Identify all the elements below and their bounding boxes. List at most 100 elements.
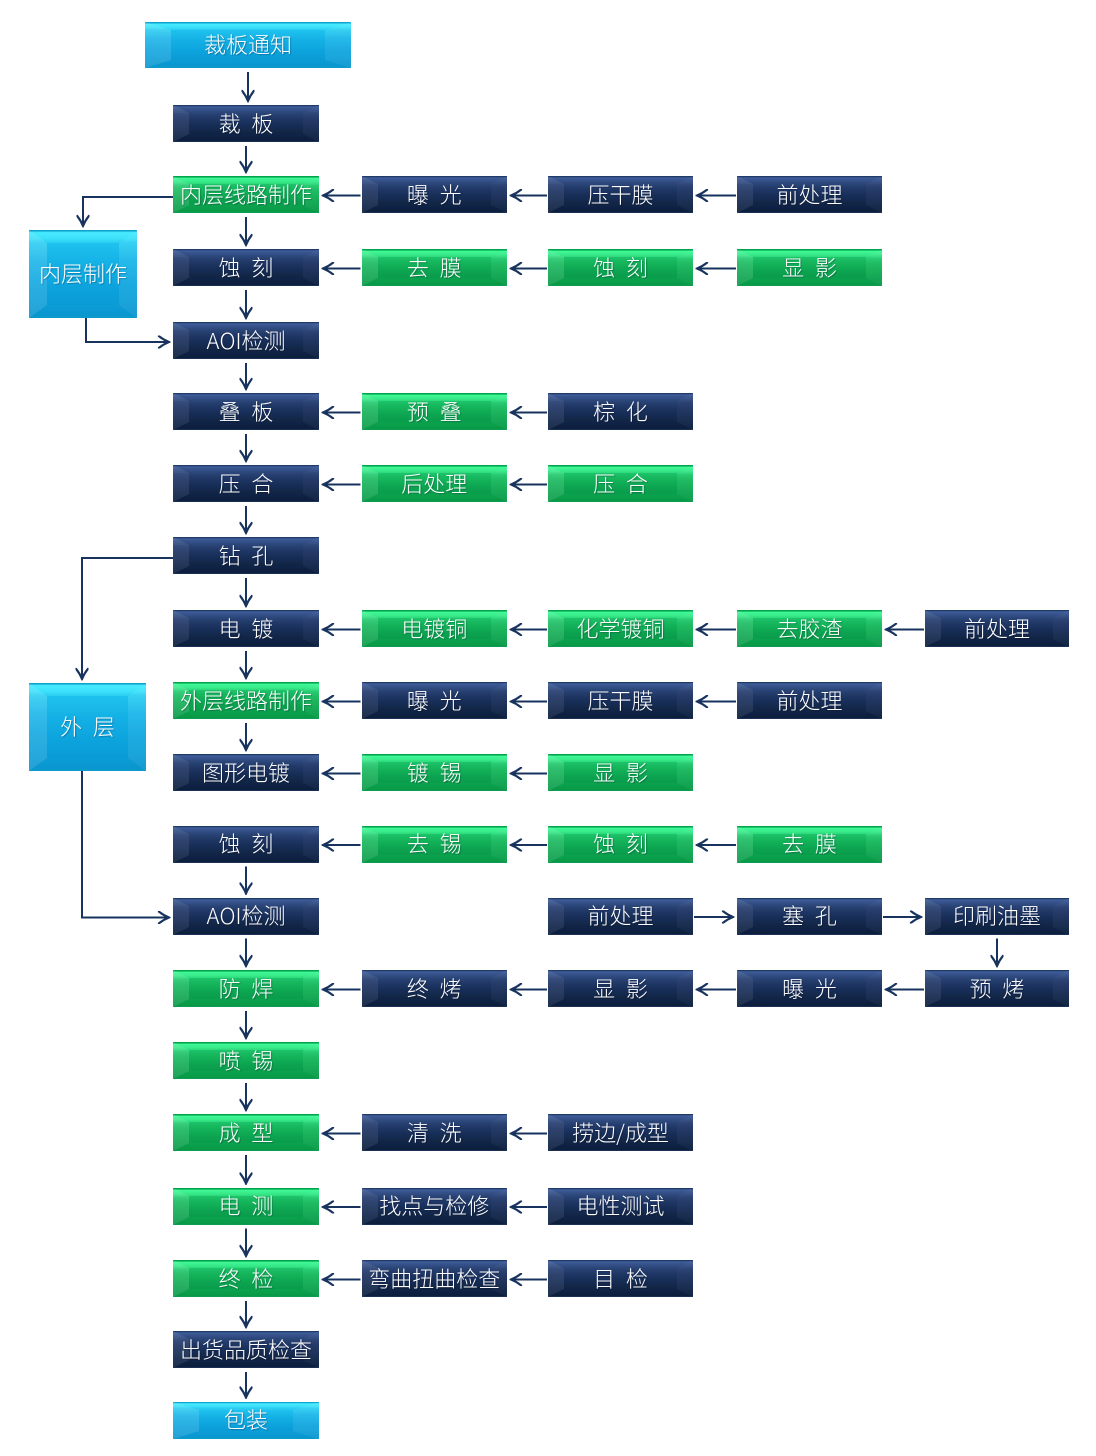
node-label: 终 检 — [218, 1261, 274, 1294]
node-soldermask: 防 焊 — [173, 970, 319, 1007]
node-etch2: 蚀 刻 — [173, 825, 319, 863]
node-pack: 包装 — [173, 1401, 319, 1439]
node-etch1: 蚀 刻 — [173, 249, 319, 286]
node-label: 曝 光 — [406, 177, 462, 210]
node-label: 防 焊 — [218, 971, 274, 1004]
node-aoi1: AOI检测 — [173, 322, 319, 359]
node-label: 蚀 刻 — [218, 250, 274, 283]
node-develop2: 显 影 — [548, 754, 693, 791]
node-label: 弯曲扭曲检查 — [368, 1261, 501, 1294]
node-rout: 捞边/成型 — [548, 1114, 693, 1151]
node-label: 蚀 刻 — [593, 250, 648, 283]
node-label: 裁板通知 — [203, 28, 292, 60]
node-label: 叠 板 — [218, 394, 274, 427]
node-label: 前处理 — [587, 899, 654, 931]
node-probe: 找点与检修 — [361, 1187, 508, 1225]
node-laminate: 压 合 — [173, 465, 319, 502]
node-label: 出货品质检查 — [180, 1332, 313, 1365]
node-tinplate: 镀 锡 — [361, 754, 507, 791]
node-label: 终 烤 — [406, 971, 462, 1004]
node-label: 塞 孔 — [782, 899, 837, 931]
node-label: 前处理 — [776, 177, 843, 210]
node-laminatefilm2: 压干膜 — [548, 682, 693, 719]
node-label: 喷 锡 — [218, 1043, 274, 1076]
node-brown: 棕 化 — [548, 393, 693, 430]
node-aoi2: AOI检测 — [173, 897, 319, 935]
node-stripfilm2: 去 膜 — [737, 825, 882, 863]
node-etchside1: 蚀 刻 — [548, 249, 693, 286]
node-innerblock: 内层制作 — [29, 230, 137, 318]
node-label: 去 膜 — [782, 827, 837, 859]
node-label: 预 叠 — [406, 394, 462, 427]
node-label: 清 洗 — [406, 1115, 462, 1148]
node-desmear: 去胶渣 — [737, 610, 882, 647]
node-label: 预 烤 — [969, 971, 1025, 1004]
node-clean: 清 洗 — [361, 1114, 508, 1151]
node-laminatefilm1: 压干膜 — [548, 176, 693, 213]
node-label: 印刷油墨 — [952, 899, 1041, 931]
node-pretreat4: 前处理 — [548, 897, 693, 935]
node-expose3: 曝 光 — [737, 970, 882, 1007]
node-label: 找点与检修 — [379, 1189, 490, 1221]
node-label: 显 影 — [593, 971, 648, 1004]
node-label: 化学镀铜 — [576, 611, 665, 644]
node-electest: 电性测试 — [548, 1187, 693, 1225]
node-label: 去 膜 — [406, 250, 462, 283]
node-label: 压 合 — [218, 466, 274, 499]
node-striptin: 去 锡 — [361, 825, 507, 863]
node-finalbake: 终 烤 — [361, 970, 508, 1007]
node-label: 成 型 — [218, 1115, 274, 1148]
node-outerline: 外层线路制作 — [173, 682, 319, 719]
node-patternplate: 图形电镀 — [173, 754, 319, 791]
node-label: 去胶渣 — [776, 611, 843, 644]
node-stack: 叠 板 — [173, 393, 319, 430]
node-plughole: 塞 孔 — [737, 897, 882, 935]
edge-outerblock-aoi2 — [81, 771, 169, 918]
node-platecu: 电镀铜 — [361, 610, 507, 647]
node-label: 捞边/成型 — [572, 1115, 669, 1148]
node-visual: 目 检 — [548, 1260, 693, 1297]
node-label: 包装 — [223, 1403, 268, 1435]
node-label: 显 影 — [782, 250, 837, 283]
node-label: AOI检测 — [206, 899, 286, 931]
node-label: 显 影 — [593, 755, 648, 788]
node-outerblock: 外 层 — [29, 683, 146, 771]
node-label: 图形电镀 — [201, 755, 290, 788]
node-label: 内层制作 — [39, 257, 128, 289]
node-label: 外层线路制作 — [180, 683, 313, 716]
node-label: 去 锡 — [406, 827, 462, 859]
node-pretreat3: 前处理 — [737, 682, 882, 719]
node-label: 后处理 — [401, 466, 468, 499]
node-stripfilm1: 去 膜 — [361, 249, 507, 286]
node-label: 电镀铜 — [401, 611, 468, 644]
node-oqc: 出货品质检查 — [173, 1331, 319, 1368]
node-cut: 裁 板 — [173, 105, 319, 142]
node-drill: 钻 孔 — [173, 537, 319, 574]
node-label: 蚀 刻 — [218, 827, 274, 859]
node-label: 目 检 — [593, 1261, 648, 1294]
node-printink: 印刷油墨 — [925, 897, 1069, 935]
edge-innerblock-aoi1 — [85, 318, 169, 342]
node-label: 镀 锡 — [406, 755, 462, 788]
node-chemcu: 化学镀铜 — [548, 610, 693, 647]
node-develop1: 显 影 — [737, 249, 882, 286]
node-label: 压干膜 — [587, 683, 654, 716]
node-label: 蚀 刻 — [593, 827, 648, 859]
node-label: 压干膜 — [587, 177, 654, 210]
node-label: 电 测 — [218, 1189, 274, 1221]
node-finalinsp: 终 检 — [173, 1260, 319, 1297]
node-label: 前处理 — [776, 683, 843, 716]
node-label: 钻 孔 — [218, 538, 274, 571]
node-develop3: 显 影 — [548, 970, 693, 1007]
node-etchside2: 蚀 刻 — [548, 825, 693, 863]
node-label: 内层线路制作 — [180, 177, 313, 210]
node-forming: 成 型 — [173, 1114, 319, 1151]
node-prestack: 预 叠 — [361, 393, 507, 430]
node-innerline: 内层线路制作 — [173, 176, 319, 213]
node-press: 压 合 — [548, 465, 693, 502]
node-label: 电性测试 — [576, 1189, 665, 1221]
node-label: 曝 光 — [782, 971, 837, 1004]
node-label: 棕 化 — [593, 394, 648, 427]
